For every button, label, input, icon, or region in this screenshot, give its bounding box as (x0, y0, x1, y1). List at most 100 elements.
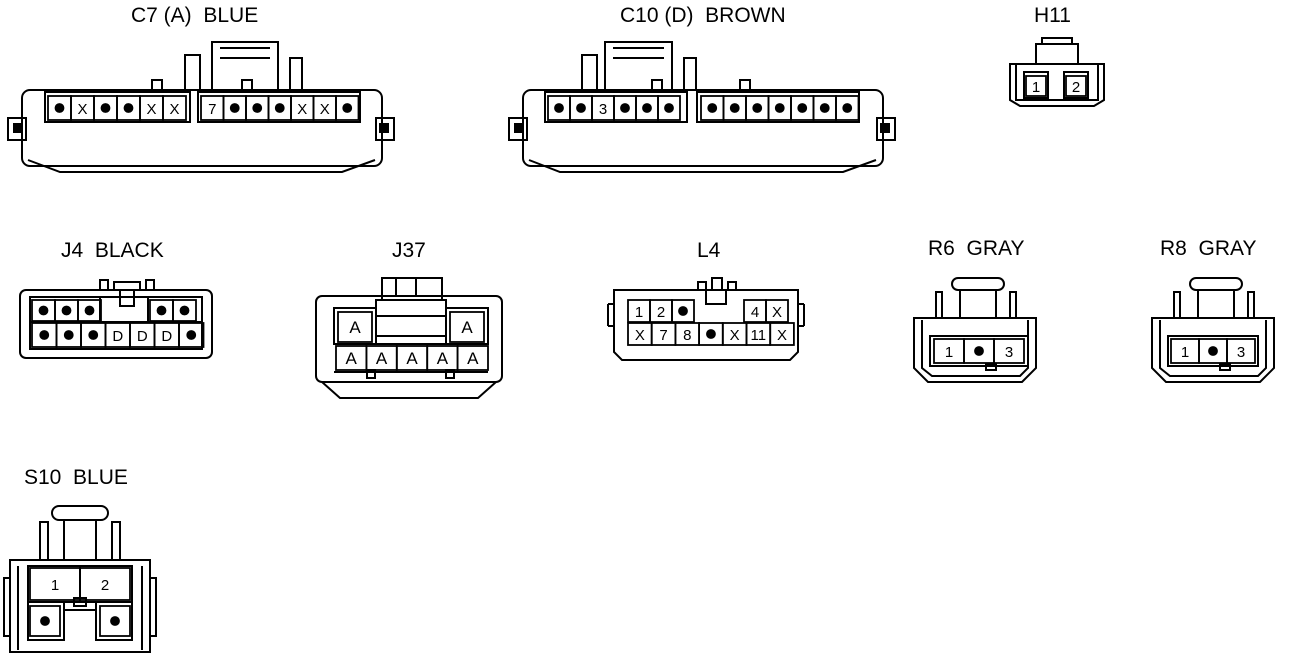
l4-pin-bottom-6-label: X (777, 327, 787, 344)
j4-pin-bottom-2-dot (88, 330, 99, 340)
j4-pin-bottom-5-label: D (161, 328, 172, 345)
c7-pin-right-6-cell (335, 95, 360, 121)
j4-pin-top-left-2-dot (84, 305, 95, 316)
j4-pin-bottom-4-label: D (137, 328, 148, 345)
j4-pin-bottom-3-label: D (112, 328, 123, 345)
connector-h11 (1009, 37, 1105, 107)
r6-pin-0-label: 1 (945, 344, 953, 361)
j37-pin-top-right-0-cell (449, 311, 485, 343)
s10-pin-top-0-label: 1 (51, 577, 59, 594)
connector-j37 (315, 277, 503, 399)
j37-pin-bottom-4-label: A (467, 349, 479, 368)
connector-label-j37: J37 (392, 239, 426, 262)
c7-pin-left-5-label: X (169, 101, 179, 118)
c7-pin-left-0-dot (54, 103, 65, 113)
j4-pin-top-left-2-cell (77, 299, 102, 322)
j37-pin-bottom-3-label: A (437, 349, 449, 368)
c7-pin-right-4-label: X (297, 101, 307, 118)
l4-pin-bottom-2-label: 8 (683, 327, 691, 344)
c7-pin-left-1-label: X (77, 101, 87, 118)
c10-pin-left-3-dot (620, 103, 630, 113)
j37-pin-bottom-4-cell (456, 345, 489, 371)
l4-pin-top-right-1-label: X (772, 304, 782, 321)
c7-pin-right-1-dot (229, 103, 240, 113)
c10-pin-right-6-dot (842, 103, 853, 113)
r8-pin-1-dot (1208, 346, 1218, 356)
j37-pin-top-left-0-cell (337, 311, 373, 343)
l4-pin-bottom-4-label: X (730, 327, 740, 344)
connector-s10 (3, 505, 157, 653)
c10-pin-right-6-cell (835, 95, 860, 121)
connector-c7 (7, 41, 395, 173)
h11-pin-2-0-cell (1065, 75, 1087, 97)
j4-pin-top-right-1-dot (179, 305, 190, 316)
h11-pin-1-0-cell (1025, 75, 1047, 97)
connector-l4 (607, 277, 805, 361)
h11-pin-1-0-label: 1 (1032, 79, 1040, 96)
connector-label-j4: J4 BLACK (61, 239, 164, 262)
c10-pin-right-4-dot (797, 103, 808, 113)
l4-pin-top-left-0-label: 1 (635, 304, 643, 321)
c7-pin-right-6-dot (342, 103, 353, 113)
c10-pin-left-5-dot (664, 103, 674, 113)
j4-pin-bottom-6-cell (178, 322, 205, 348)
connector-label-c7: C7 (A) BLUE (131, 4, 259, 27)
l4-pin-bottom-3-dot (706, 329, 716, 339)
r8-pin-2-cell (1226, 338, 1256, 364)
r8-pin-2-label: 3 (1237, 344, 1245, 361)
h11-pin-2-0-label: 2 (1072, 79, 1080, 96)
r6-pin-2-cell (993, 338, 1025, 364)
s10-pin-top-1-label: 2 (101, 577, 109, 594)
r6-pin-2-label: 3 (1005, 344, 1013, 361)
r6-pin-1-dot (974, 346, 984, 356)
l4-pin-top-left-1-label: 2 (657, 304, 665, 321)
connector-label-h11: H11 (1034, 4, 1071, 27)
s10-pin-bottom-0-dot (40, 616, 50, 626)
j4-pin-top-right-0-dot (156, 305, 167, 316)
c7-pin-left-4-label: X (146, 101, 156, 118)
connector-label-s10: S10 BLUE (24, 466, 128, 489)
c10-pin-left-0-dot (554, 103, 564, 113)
c10-pin-right-2-dot (752, 103, 763, 113)
l4-pin-bottom-5-label: 11 (751, 327, 767, 344)
l4-pin-top-left-2-cell (671, 299, 695, 323)
j4-pin-bottom-6-dot (186, 330, 197, 340)
j4-pin-top-left-1-dot (61, 305, 72, 316)
j4-pin-bottom-0-dot (39, 330, 50, 340)
l4-pin-bottom-1-label: 7 (659, 327, 667, 344)
connector-label-r6: R6 GRAY (928, 237, 1025, 260)
c10-pin-left-1-dot (576, 103, 586, 113)
s10-pin-bottom-0-cell (29, 605, 61, 637)
c7-pin-left-2-dot (100, 103, 111, 113)
c7-pin-left-3-dot (123, 103, 134, 113)
connector-c10 (508, 41, 896, 173)
c7-pin-right-2-dot (252, 103, 263, 113)
connector-label-c10: C10 (D) BROWN (620, 4, 786, 27)
c10-pin-right-1-dot (729, 103, 740, 113)
connector-label-l4: L4 (697, 239, 721, 262)
connector-r8 (1151, 277, 1275, 383)
l4-pin-top-right-1-cell (765, 299, 789, 323)
j37-pin-bottom-2-label: A (406, 349, 418, 368)
r8-pin-0-label: 1 (1181, 344, 1189, 361)
c10-pin-left-4-dot (642, 103, 652, 113)
s10-pin-bottom-1-dot (110, 616, 120, 626)
j4-pin-bottom-1-dot (63, 330, 74, 340)
l4-pin-top-right-0-label: 4 (751, 304, 759, 321)
j37-pin-bottom-1-label: A (376, 349, 388, 368)
l4-pin-top-left-2-dot (678, 306, 688, 316)
c7-pin-right-3-dot (274, 103, 285, 113)
connector-r6 (913, 277, 1037, 383)
c7-pin-right-0-label: 7 (208, 101, 216, 118)
j37-pin-top-left-0-label: A (349, 318, 361, 337)
j37-pin-bottom-0-label: A (346, 349, 358, 368)
c7-pin-right-5-label: X (320, 101, 330, 118)
c10-pin-left-2-label: 3 (599, 101, 607, 118)
c10-pin-right-0-dot (707, 103, 718, 113)
connector-label-r8: R8 GRAY (1160, 237, 1257, 260)
j4-pin-top-left-0-dot (38, 305, 49, 316)
c10-pin-right-3-dot (774, 103, 785, 113)
c7-pin-left-5-cell (162, 95, 187, 121)
j4-pin-top-right-1-cell (172, 299, 197, 322)
